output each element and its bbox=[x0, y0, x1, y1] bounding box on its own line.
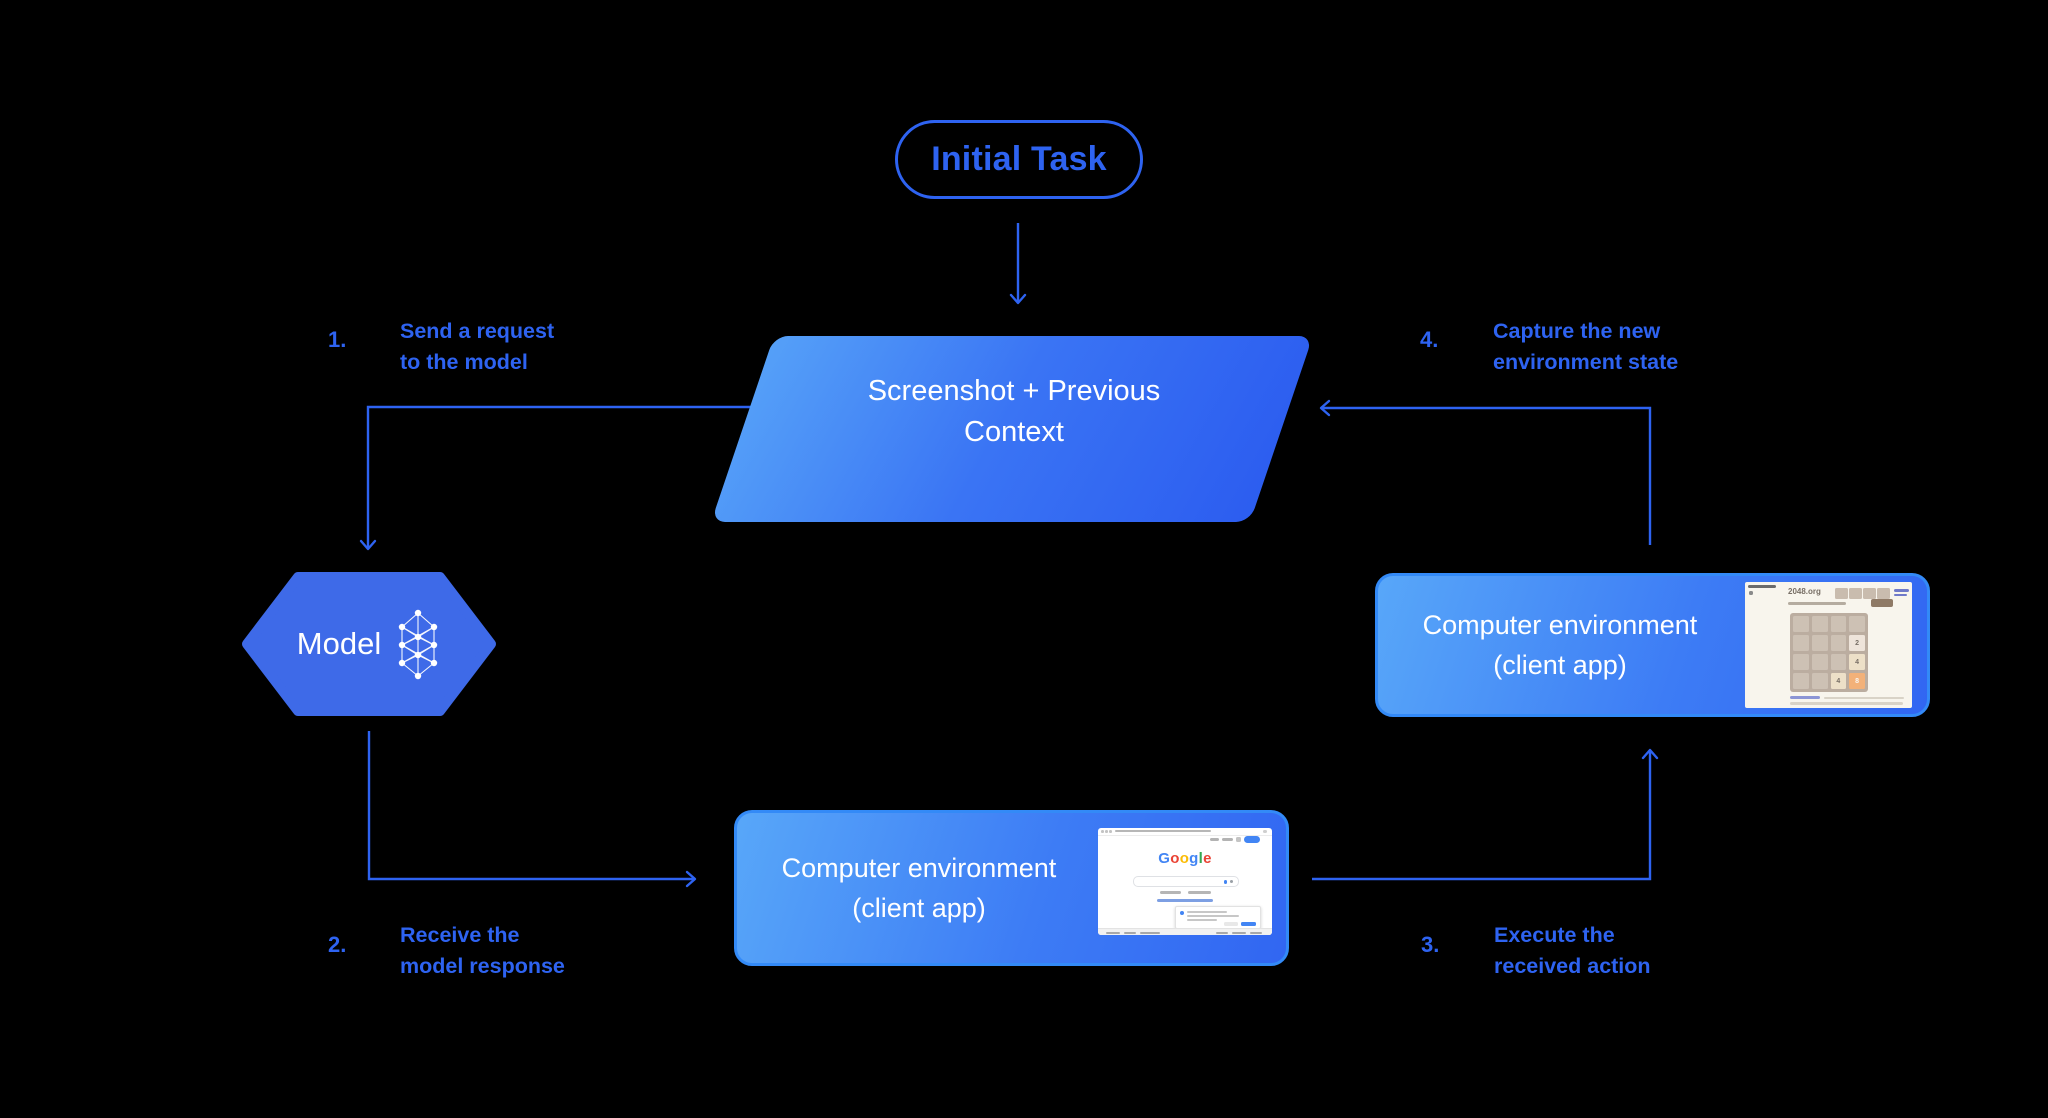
game-tile: 2 bbox=[1849, 635, 1865, 651]
initial-task-node: Initial Task bbox=[895, 120, 1143, 199]
window-dot bbox=[1101, 830, 1104, 833]
dialog-logo-icon bbox=[1180, 911, 1184, 915]
bottom-text bbox=[1790, 702, 1903, 705]
bottom-link bbox=[1790, 696, 1820, 699]
sign-in-button bbox=[1244, 836, 1260, 843]
google-search-button bbox=[1160, 891, 1181, 894]
screenshot-context-label: Screenshot + Previous Context bbox=[867, 375, 1161, 448]
google-logo-letter: l bbox=[1198, 850, 1204, 867]
cookie-consent-dialog bbox=[1175, 906, 1261, 929]
images-link bbox=[1222, 838, 1233, 841]
top-link bbox=[1894, 589, 1909, 592]
back-icon bbox=[1749, 591, 1753, 595]
feeling-lucky-button bbox=[1188, 891, 1211, 894]
mic-icon bbox=[1224, 879, 1227, 884]
google-logo-letter: G bbox=[1158, 850, 1171, 867]
game-cell bbox=[1793, 616, 1809, 632]
dialog-text-line bbox=[1187, 919, 1217, 921]
game-tile: 4 bbox=[1849, 654, 1865, 670]
computer-environment-bottom-label: Computer environment (client app) bbox=[781, 853, 1057, 923]
game-cell bbox=[1793, 673, 1809, 689]
footer-link bbox=[1124, 931, 1136, 934]
score-box bbox=[1863, 588, 1876, 599]
footer-link bbox=[1250, 931, 1262, 934]
site-title: 2048.org bbox=[1788, 587, 1821, 596]
game-cell bbox=[1793, 654, 1809, 670]
initial-task-label: Initial Task bbox=[931, 140, 1107, 178]
step-3-label: Execute the received action bbox=[1494, 923, 1651, 978]
address-bar bbox=[1115, 830, 1211, 833]
footer-link bbox=[1216, 931, 1228, 934]
search-icon bbox=[1230, 879, 1233, 883]
bottom-text bbox=[1824, 696, 1904, 699]
game-cell bbox=[1830, 635, 1847, 651]
instructions-text bbox=[1788, 602, 1846, 605]
arrow-env-to-env bbox=[1312, 748, 1659, 881]
game-cell bbox=[1830, 616, 1847, 632]
step-1-number: 1. bbox=[328, 327, 347, 352]
model-node: Model bbox=[240, 572, 498, 716]
google-footer bbox=[1098, 928, 1272, 935]
model-node-shape bbox=[242, 572, 496, 716]
step-3-number: 3. bbox=[1421, 932, 1440, 957]
dialog-primary-button bbox=[1241, 921, 1256, 926]
google-logo: Google bbox=[1098, 850, 1272, 867]
arrow-env-to-context bbox=[1319, 399, 1652, 545]
footer-link bbox=[1106, 931, 1120, 934]
google-logo-letter: o bbox=[1179, 850, 1190, 867]
search-input bbox=[1133, 876, 1239, 887]
gmail-link bbox=[1210, 838, 1219, 841]
window-dot bbox=[1105, 830, 1108, 833]
dialog-text-line bbox=[1187, 915, 1239, 917]
score-box bbox=[1835, 588, 1848, 599]
score-box bbox=[1849, 588, 1862, 599]
score-box bbox=[1877, 588, 1890, 599]
google-logo-letter: o bbox=[1170, 850, 1180, 867]
chrome-divider bbox=[1098, 834, 1272, 836]
arrow-context-to-model bbox=[359, 405, 752, 551]
game-cell bbox=[1793, 635, 1809, 651]
footer-link bbox=[1232, 931, 1246, 934]
language-link bbox=[1157, 898, 1213, 902]
dialog-secondary-button bbox=[1224, 921, 1238, 926]
step-1-label: Send a request to the model bbox=[400, 319, 555, 374]
game-cell bbox=[1811, 673, 1828, 689]
window-dot bbox=[1109, 830, 1112, 833]
new-game-button bbox=[1871, 599, 1893, 607]
game-tile: 8 bbox=[1849, 673, 1865, 689]
step-2-label: Receive the model response bbox=[400, 923, 565, 978]
window-control bbox=[1263, 829, 1267, 833]
computer-environment-right-label: Computer environment (client app) bbox=[1422, 610, 1698, 680]
browser-tab-text bbox=[1748, 585, 1776, 588]
step-4-label: Capture the new environment state bbox=[1493, 319, 1679, 374]
game-cell bbox=[1811, 616, 1828, 632]
neural-network-icon bbox=[399, 609, 438, 680]
game-cell bbox=[1811, 654, 1828, 670]
game-cell bbox=[1811, 635, 1828, 651]
top-link bbox=[1894, 593, 1907, 596]
model-label: Model bbox=[296, 626, 382, 661]
game-cell bbox=[1830, 654, 1847, 670]
arrow-model-to-env bbox=[367, 731, 697, 888]
apps-grid-icon bbox=[1236, 837, 1241, 842]
google-homepage-thumbnail: Google bbox=[1098, 828, 1272, 935]
google-logo-letter: g bbox=[1189, 850, 1199, 867]
game-tile: 4 bbox=[1830, 673, 1847, 689]
step-2-number: 2. bbox=[328, 932, 347, 957]
dialog-text-line bbox=[1187, 911, 1227, 913]
footer-link bbox=[1140, 931, 1160, 934]
google-logo-letter: e bbox=[1203, 850, 1212, 867]
game-cell bbox=[1849, 616, 1865, 632]
step-4-number: 4. bbox=[1420, 327, 1439, 352]
